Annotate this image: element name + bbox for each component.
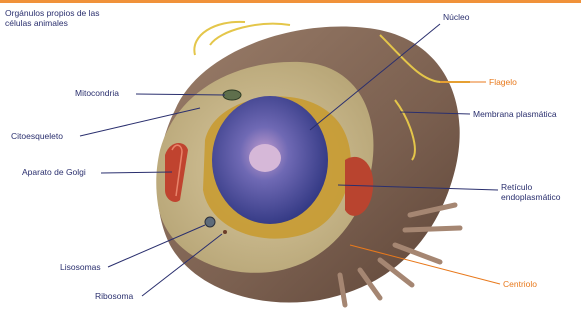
label-ribosoma: Ribosoma	[95, 291, 133, 301]
label-membrana: Membrana plasmática	[473, 109, 557, 119]
label-reticulo-line1: Retículo	[501, 182, 532, 192]
lysosome	[205, 217, 215, 227]
label-golgi: Aparato de Golgi	[22, 167, 86, 177]
label-centriolo: Centriolo	[503, 279, 537, 289]
mitochondrion	[223, 90, 241, 100]
label-flagelo: Flagelo	[489, 77, 517, 87]
label-mitocondria: Mitocondria	[75, 88, 119, 98]
label-citoesqueleto: Citoesqueleto	[11, 131, 63, 141]
label-nucleo: Núcleo	[443, 12, 469, 22]
nucleolus	[249, 144, 281, 172]
label-lisosomas: Lisosomas	[60, 262, 101, 272]
ribosome	[223, 230, 227, 234]
label-reticulo-line2: endoplasmático	[501, 192, 561, 202]
